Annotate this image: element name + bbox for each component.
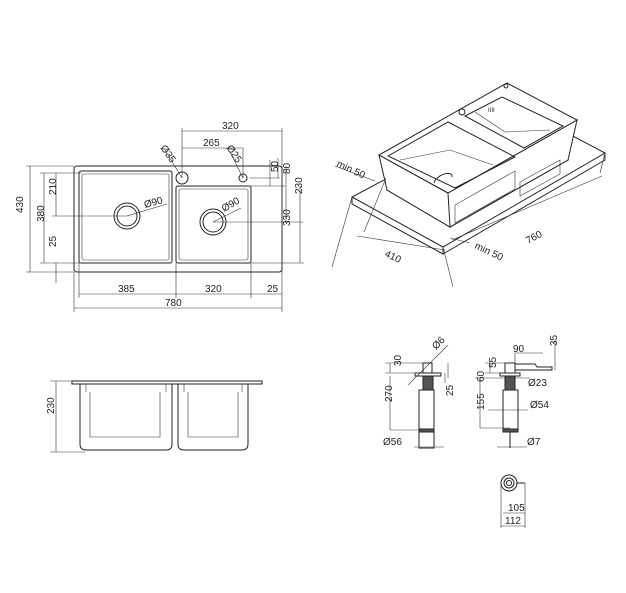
dim-55: 55 bbox=[488, 356, 499, 368]
side-view: 230 bbox=[46, 380, 263, 453]
dim-385: 385 bbox=[118, 284, 135, 295]
dim-left-drain: Ø90 bbox=[143, 195, 165, 211]
dim-320-bottom: 320 bbox=[205, 284, 222, 295]
dim-430: 430 bbox=[15, 196, 26, 213]
brand-mark: IIII bbox=[488, 108, 495, 114]
dim-o56: Ø56 bbox=[383, 437, 402, 448]
dim-230-side: 230 bbox=[46, 397, 57, 414]
dim-tap-25: Ø25 bbox=[224, 143, 244, 165]
dim-o23: Ø23 bbox=[528, 378, 547, 389]
dim-105: 105 bbox=[508, 503, 525, 514]
left-bowl bbox=[78, 170, 173, 264]
dim-410: 410 bbox=[383, 249, 403, 266]
dim-min-50-left: min 50 bbox=[335, 159, 367, 182]
dim-min-50-front: min 50 bbox=[473, 241, 505, 264]
dim-90: 90 bbox=[513, 344, 525, 355]
dim-320-top: 320 bbox=[222, 121, 239, 132]
dim-60: 60 bbox=[476, 370, 487, 382]
dim-760: 760 bbox=[524, 229, 544, 247]
dim-tap-35: Ø35 bbox=[158, 143, 178, 165]
dim-230-top: 230 bbox=[294, 177, 305, 194]
dim-270: 270 bbox=[384, 385, 395, 402]
top-view: 430 380 210 25 385 320 25 780 320 265 Ø3… bbox=[15, 121, 305, 312]
dim-80: 80 bbox=[282, 162, 293, 174]
dim-330: 330 bbox=[282, 209, 293, 226]
dim-210: 210 bbox=[48, 178, 59, 195]
dim-380: 380 bbox=[36, 205, 47, 222]
dim-35: 35 bbox=[549, 334, 560, 346]
dispenser-side-right: 90 35 55 60 Ø23 155 Ø54 Ø7 bbox=[475, 334, 560, 448]
isometric-view: IIII min 50 min 50 410 760 bbox=[331, 82, 607, 288]
dim-o7: Ø7 bbox=[527, 437, 541, 448]
dim-o54: Ø54 bbox=[530, 400, 549, 411]
dim-o6: Ø6 bbox=[430, 335, 448, 353]
right-bowl bbox=[175, 185, 252, 264]
dim-30: 30 bbox=[393, 354, 404, 366]
dim-780: 780 bbox=[165, 298, 182, 309]
dim-112: 112 bbox=[505, 516, 521, 527]
dispenser-top-view: 105 112 bbox=[500, 474, 526, 528]
dim-25-neck: 25 bbox=[445, 384, 456, 396]
dim-right-drain: Ø90 bbox=[220, 195, 242, 214]
dim-155: 155 bbox=[476, 393, 487, 410]
dispenser-side-left: 30 270 25 Ø6 Ø56 bbox=[383, 335, 456, 449]
dim-25-left: 25 bbox=[48, 235, 59, 247]
dim-25-right: 25 bbox=[267, 284, 279, 295]
dim-265: 265 bbox=[203, 138, 220, 149]
dim-50: 50 bbox=[270, 160, 281, 172]
